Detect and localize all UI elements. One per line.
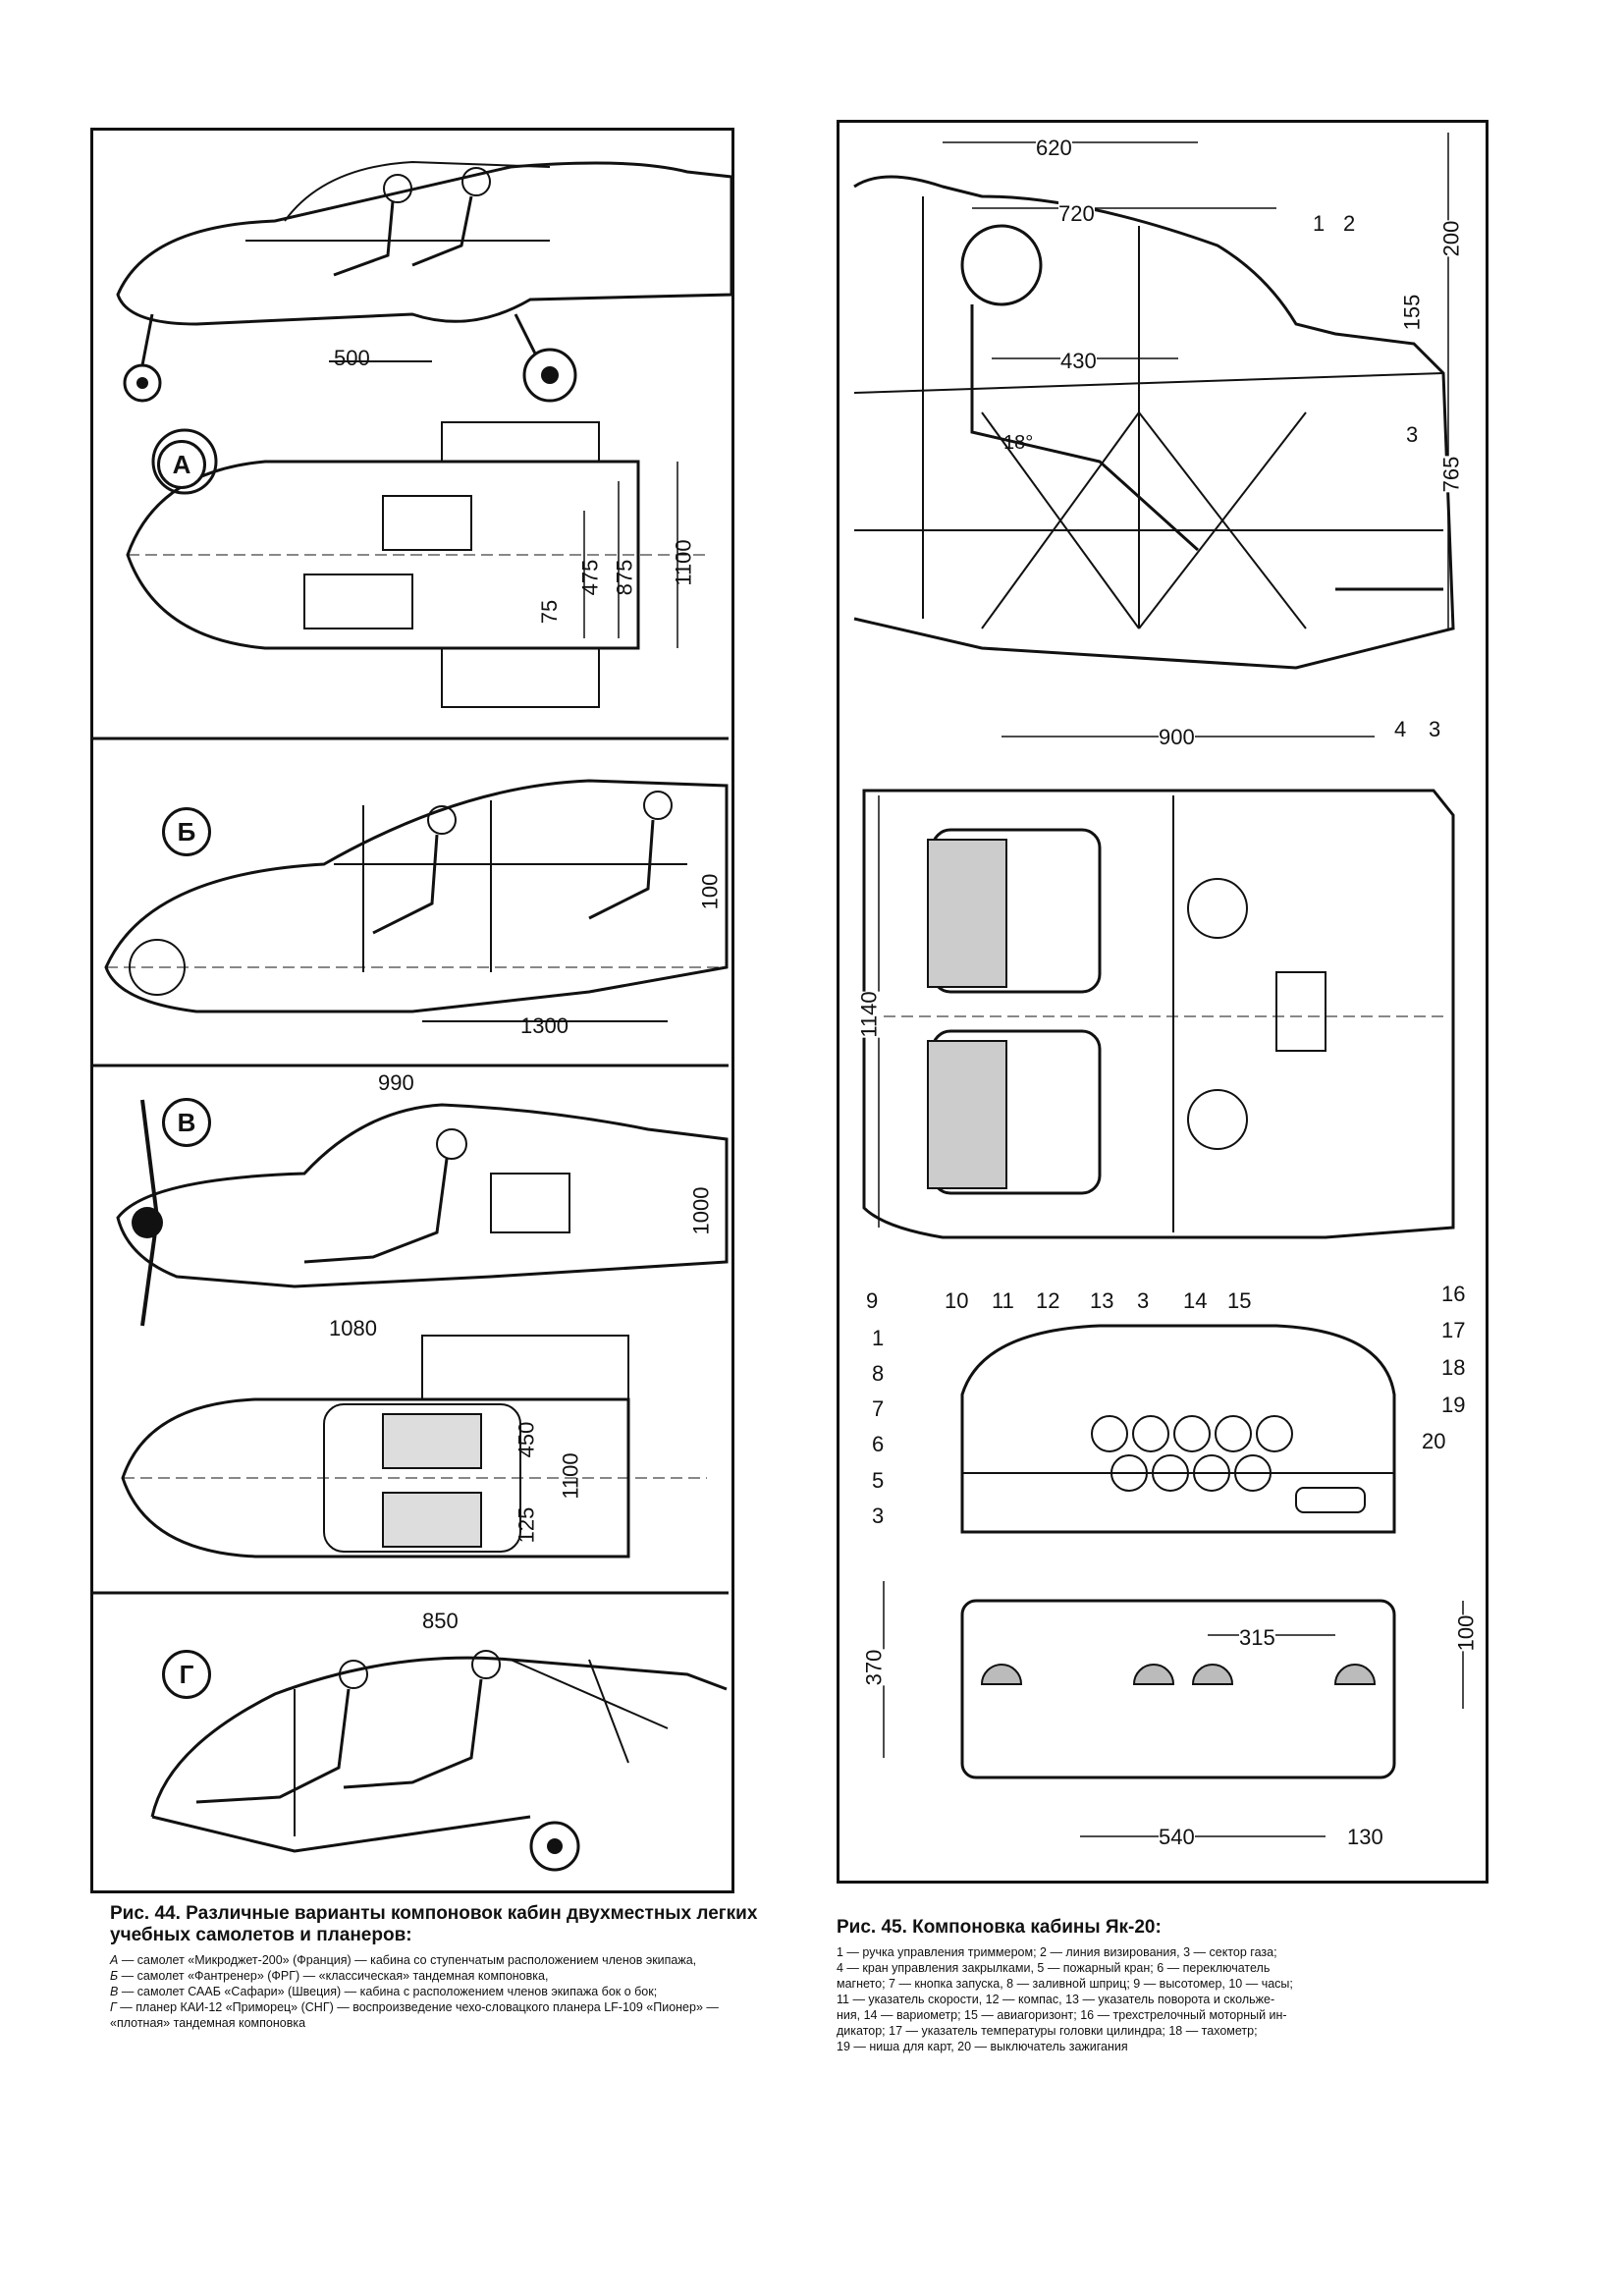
dim45-130: 130 xyxy=(1347,1825,1383,1850)
dim-a-1100: 1100 xyxy=(671,539,696,586)
callout45-side-4: 4 xyxy=(1394,717,1407,741)
callout45-15: 15 xyxy=(1227,1288,1252,1313)
callout45-side-2: 2 xyxy=(1343,211,1356,236)
dim-v-990: 990 xyxy=(378,1070,414,1095)
fig44-caption-item: В — самолет СААБ «Сафари» (Швеция) — каб… xyxy=(110,1985,658,1998)
dim45-angle: 18° xyxy=(1003,432,1034,454)
dim45-765: 765 xyxy=(1438,456,1465,493)
fig45-caption-line: 1 — ручка управления триммером; 2 — лини… xyxy=(837,1945,1277,1959)
fig44-frame xyxy=(90,128,734,1893)
fig45-caption-line: 19 — ниша для карт, 20 — выключатель заж… xyxy=(837,2040,1128,2053)
callout45-side-3b: 3 xyxy=(1429,717,1441,741)
dim-a-500: 500 xyxy=(334,346,370,370)
callout45-3left: 3 xyxy=(872,1503,885,1528)
fig45-caption-line: дикатор; 17 — указатель температуры голо… xyxy=(837,2024,1258,2038)
fig45-frame xyxy=(837,120,1489,1884)
dim-g-850: 850 xyxy=(422,1609,459,1633)
dim45-1140: 1140 xyxy=(856,991,883,1038)
dim-b-100: 100 xyxy=(697,873,723,910)
dim45-620: 620 xyxy=(1036,136,1072,161)
dim45-540: 540 xyxy=(1159,1825,1195,1850)
callout45-18: 18 xyxy=(1441,1355,1466,1380)
callout45-17: 17 xyxy=(1441,1318,1466,1342)
callout45-1: 1 xyxy=(872,1326,885,1350)
fig44-caption-item: Б — самолет «Фантренер» (ФРГ) — «классич… xyxy=(110,1969,549,1983)
panel-a-badge: А xyxy=(157,440,206,489)
fig44-caption-item: А — самолет «Микроджет-200» (Франция) — … xyxy=(110,1953,697,1967)
callout45-11: 11 xyxy=(992,1288,1014,1313)
dim-a-475: 475 xyxy=(577,559,603,596)
dim45-430: 430 xyxy=(1060,349,1097,374)
dim-v-1100: 1100 xyxy=(558,1452,583,1500)
fig44-caption-item: Г — планер КАИ-12 «Приморец» (СНГ) — вос… xyxy=(110,2000,719,2030)
callout45-13: 13 xyxy=(1090,1288,1114,1313)
dim-b-1300: 1300 xyxy=(520,1013,568,1038)
dim45-720: 720 xyxy=(1058,201,1095,227)
panel-b-badge: Б xyxy=(162,807,211,856)
dim-v-125: 125 xyxy=(514,1506,539,1544)
panel-g-letter: Г xyxy=(179,1659,194,1689)
panel-g-badge: Г xyxy=(162,1650,211,1699)
fig45-caption-line: магнето; 7 — кнопка запуска, 8 — заливно… xyxy=(837,1977,1293,1991)
callout45-6: 6 xyxy=(872,1432,885,1456)
panel-b-letter: Б xyxy=(177,816,196,847)
callout45-5: 5 xyxy=(872,1468,885,1493)
dim-v-450: 450 xyxy=(514,1421,539,1458)
callout45-side-3: 3 xyxy=(1406,422,1419,447)
callout45-16: 16 xyxy=(1441,1282,1466,1306)
callout45-20: 20 xyxy=(1422,1429,1446,1453)
panel-a-letter: А xyxy=(172,449,191,479)
callout45-14: 14 xyxy=(1183,1288,1208,1313)
callout45-8: 8 xyxy=(872,1361,885,1386)
fig44-caption-title: Рис. 44. Различные варианты компоновок к… xyxy=(110,1903,758,1945)
fig45-caption-line: ния, 14 — вариометр; 15 — авиагоризонт; … xyxy=(837,2008,1287,2022)
callout45-12: 12 xyxy=(1036,1288,1060,1313)
dim45-370: 370 xyxy=(861,1649,888,1686)
callout45-side-1: 1 xyxy=(1313,211,1326,236)
dim45-100: 100 xyxy=(1453,1614,1480,1652)
dim45-315: 315 xyxy=(1239,1625,1275,1651)
dim-a-75: 75 xyxy=(537,599,563,625)
dim45-155: 155 xyxy=(1399,294,1426,331)
dim45-900: 900 xyxy=(1159,725,1195,750)
fig44-caption: Рис. 44. Различные варианты компоновок к… xyxy=(110,1903,768,2031)
callout45-10: 10 xyxy=(945,1288,969,1313)
panel-v-letter: В xyxy=(177,1107,196,1137)
callout45-19: 19 xyxy=(1441,1393,1466,1417)
panel-v-badge: В xyxy=(162,1098,211,1147)
dim-v-1000: 1000 xyxy=(688,1186,714,1235)
callout45-9: 9 xyxy=(866,1288,879,1313)
dim-a-875: 875 xyxy=(612,559,637,596)
fig45-caption-line: 4 — кран управления закрылками, 5 — пожа… xyxy=(837,1961,1271,1975)
callout45-7: 7 xyxy=(872,1396,885,1421)
fig45-caption-title: Рис. 45. Компоновка кабины Як-20: xyxy=(837,1917,1162,1938)
dim45-200: 200 xyxy=(1438,220,1465,257)
fig45-caption-line: 11 — указатель скорости, 12 — компас, 13… xyxy=(837,1993,1275,2006)
callout45-3top: 3 xyxy=(1137,1288,1150,1313)
dim-v-1080: 1080 xyxy=(329,1316,377,1340)
fig45-caption: Рис. 45. Компоновка кабины Як-20: 1 — ру… xyxy=(837,1917,1524,2054)
